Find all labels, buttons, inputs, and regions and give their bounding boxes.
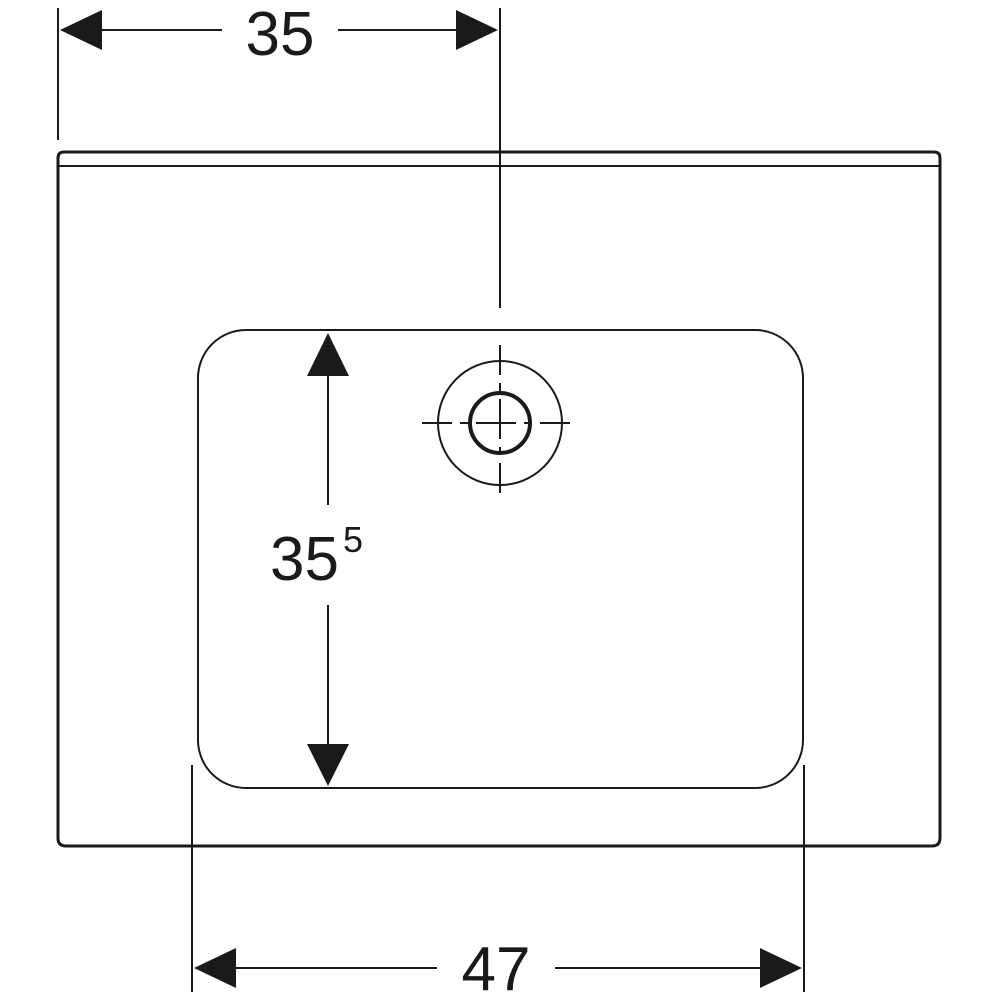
arrowhead-icon [456,10,498,50]
arrowhead-icon [60,10,102,50]
dimension-bowl-width [191,765,805,992]
bowl-depth-label: 35 [270,525,339,594]
drain-hole-icon [422,345,580,500]
dimension-top-width [57,8,501,308]
dimension-bowl-depth [307,333,349,786]
top-width-label: 35 [246,0,315,69]
bowl-width-label: 47 [462,935,531,1000]
bowl-depth-main: 35 [270,525,339,594]
basin-outer-edge [56,150,942,848]
arrowhead-icon [307,333,349,376]
arrowhead-icon [760,948,802,988]
bowl-depth-superscript: 5 [343,519,363,560]
arrowhead-icon [194,948,236,988]
bowl-outline [197,329,804,789]
arrowhead-icon [307,744,349,786]
